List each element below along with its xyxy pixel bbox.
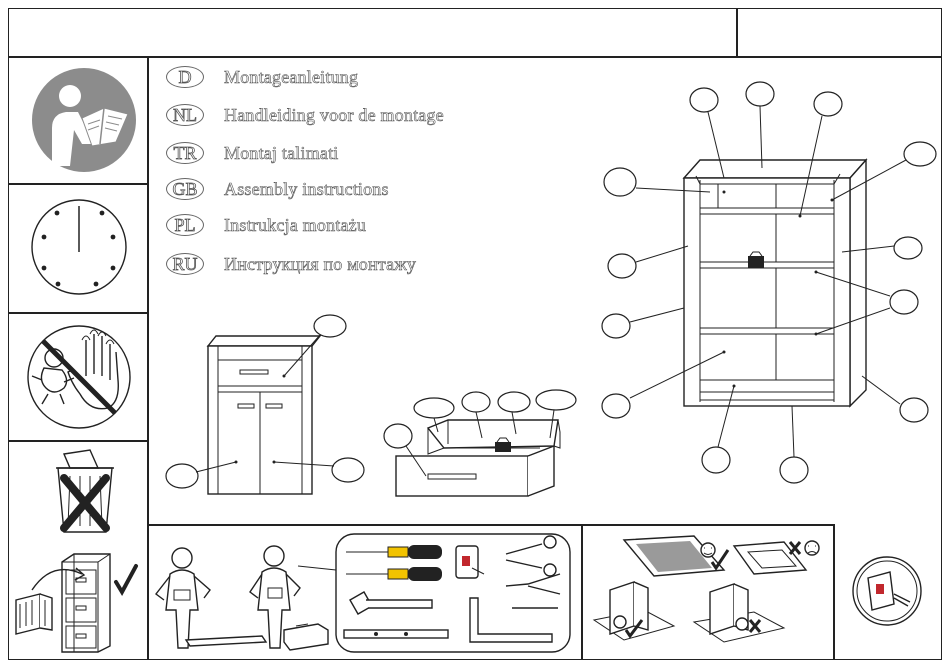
language-row-gb: GB Assembly instructions [166,176,389,202]
language-code-ru: RU [166,253,204,275]
language-code-nl: NL [166,104,204,126]
language-code-pl: PL [166,214,204,236]
no-trash-icon [50,448,120,538]
language-row-ru: RU Инструкция по монтажу [166,251,416,277]
person-reading-icon [30,66,138,174]
header-code-divider [736,8,738,57]
language-label-ru: Инструкция по монтажу [224,254,416,275]
bottom-divider-1 [581,524,583,660]
language-row-pl: PL Instrukcja montażu [166,212,366,238]
bottom-divider-2 [833,524,835,660]
left-column-divider [147,56,149,660]
language-row-d: D Montageanleitung [166,64,358,90]
no-children-icon [24,322,134,432]
left-divider-3 [8,440,148,442]
language-code-d: D [166,66,204,88]
cabinet-doors-drawing [160,312,370,512]
left-divider-2 [8,312,148,314]
language-row-tr: TR Montaj talimati [166,140,338,166]
language-label-pl: Instrukcja montażu [224,215,366,236]
language-label-tr: Montaj talimati [224,143,338,164]
language-code-tr: TR [166,142,204,164]
clock-icon [30,198,128,296]
drawer-drawing [384,388,584,498]
language-code-gb: GB [166,178,204,200]
language-label-d: Montageanleitung [224,67,358,88]
shelf-cabinet-drawing [600,80,940,490]
language-label-gb: Assembly instructions [224,179,389,200]
wall-anchor-icon [850,554,924,628]
left-divider-1 [8,183,148,185]
bottom-row-divider [147,524,833,526]
file-cabinet-icon [12,548,142,654]
two-person-assembly-drawing [150,530,580,658]
floor-protection-drawing [584,530,832,658]
language-row-nl: NL Handleiding voor de montage [166,102,444,128]
language-label-nl: Handleiding voor de montage [224,105,444,126]
